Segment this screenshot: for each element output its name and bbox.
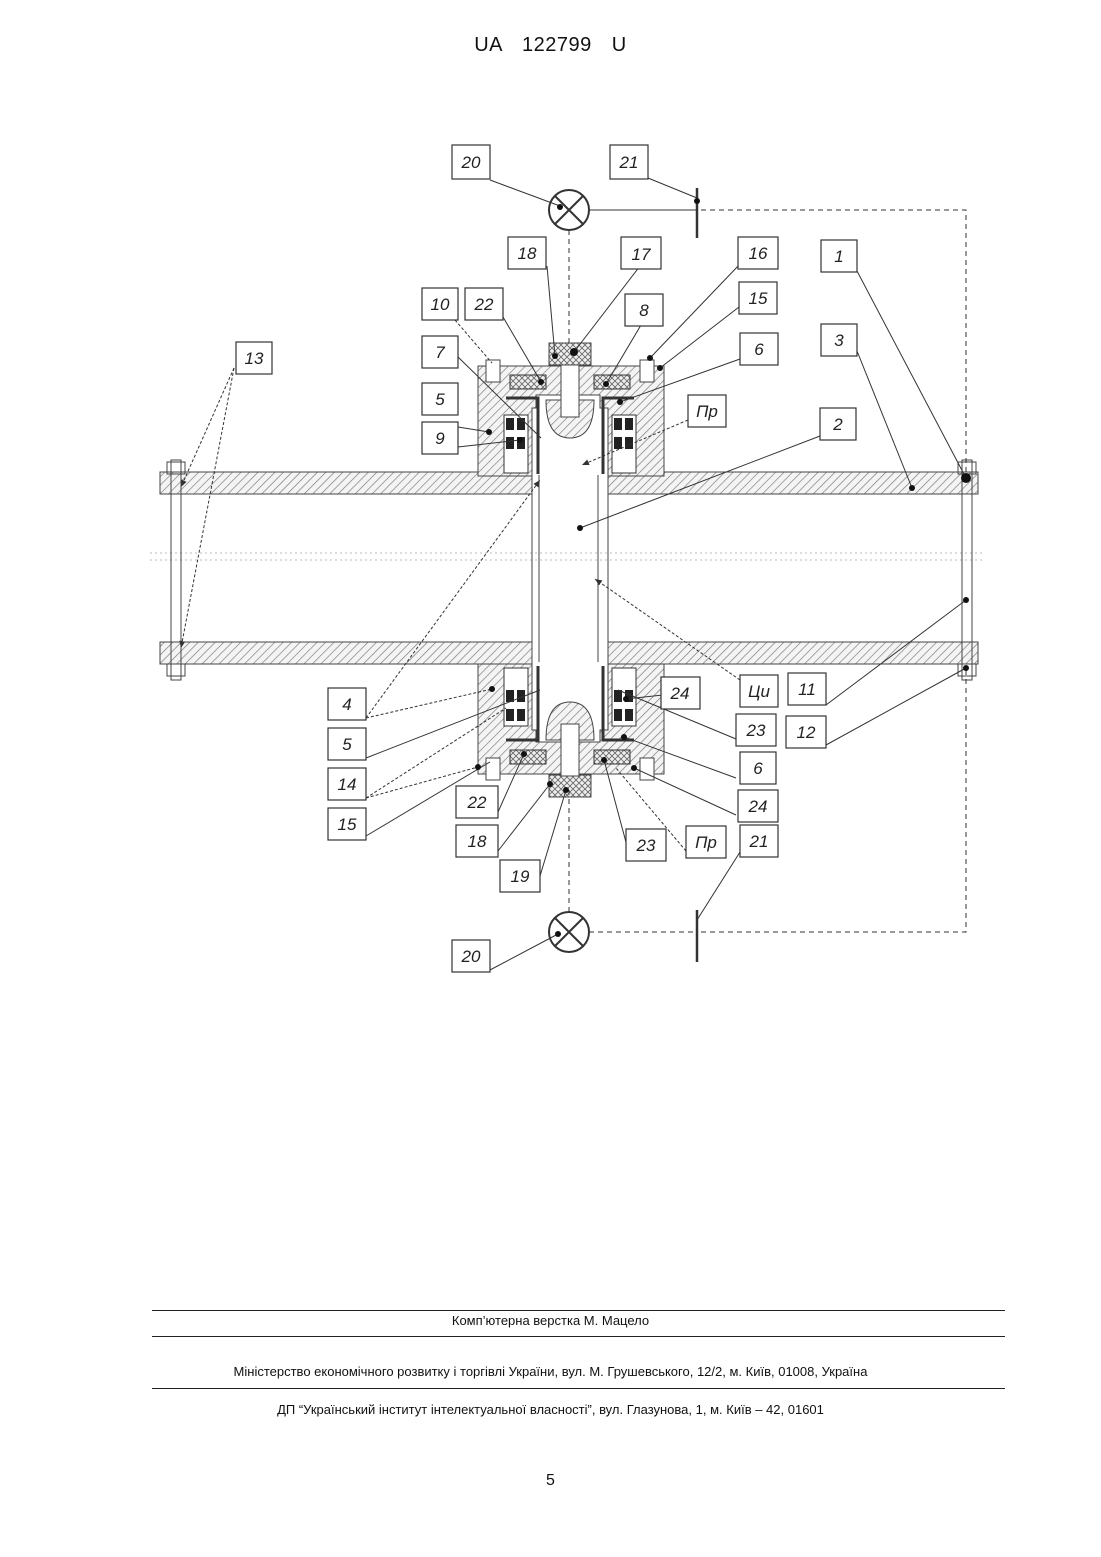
leader-lines — [181, 178, 966, 970]
label-24: 24 — [670, 684, 690, 703]
footer-rule-bottom — [152, 1388, 1005, 1389]
label-2: 2 — [832, 415, 843, 434]
page-number: 5 — [0, 1472, 1101, 1490]
label-17: 17 — [632, 245, 651, 264]
label-8: 8 — [639, 301, 649, 320]
label-21: 21 — [749, 832, 769, 851]
label-6: 6 — [754, 340, 764, 359]
label-10: 10 — [431, 295, 450, 314]
layout-credit: Комп’ютерна верстка М. Мацело — [0, 1313, 1101, 1328]
institute-address: ДП “Український інститут інтелектуальної… — [0, 1402, 1101, 1417]
label-tsy: Ци — [748, 682, 770, 701]
label-4: 4 — [342, 695, 351, 714]
label-20: 20 — [461, 947, 481, 966]
footer-rule-middle — [152, 1336, 1005, 1337]
callout-labels: 20 21 18 17 16 1 10 22 8 15 7 6 3 13 5 9… — [245, 153, 845, 966]
label-3: 3 — [834, 331, 844, 350]
label-18: 18 — [518, 244, 537, 263]
label-15: 15 — [749, 289, 768, 308]
label-14: 14 — [338, 775, 357, 794]
label-5: 5 — [435, 390, 445, 409]
pipe-walls — [150, 472, 985, 664]
label-1: 1 — [834, 247, 843, 266]
label-20: 20 — [461, 153, 481, 172]
insert-body — [532, 470, 608, 666]
upper-housing — [478, 343, 664, 476]
label-12: 12 — [797, 723, 816, 742]
label-pr: Пр — [695, 833, 717, 852]
label-23: 23 — [636, 836, 656, 855]
label-9: 9 — [435, 429, 445, 448]
ministry-address: Міністерство економічного розвитку і тор… — [0, 1364, 1101, 1379]
label-15: 15 — [338, 815, 357, 834]
label-23: 23 — [746, 721, 766, 740]
lower-housing — [478, 664, 664, 797]
label-24: 24 — [748, 797, 768, 816]
label-22: 22 — [474, 295, 494, 314]
label-pr: Пр — [696, 402, 718, 421]
label-18: 18 — [468, 832, 487, 851]
label-21: 21 — [619, 153, 639, 172]
label-16: 16 — [749, 244, 768, 263]
label-7: 7 — [435, 343, 445, 362]
label-13: 13 — [245, 349, 264, 368]
label-5: 5 — [342, 735, 352, 754]
label-6: 6 — [753, 759, 763, 778]
label-11: 11 — [798, 680, 816, 699]
label-22: 22 — [467, 793, 487, 812]
footer-rule-top — [152, 1310, 1005, 1311]
label-19: 19 — [511, 867, 530, 886]
